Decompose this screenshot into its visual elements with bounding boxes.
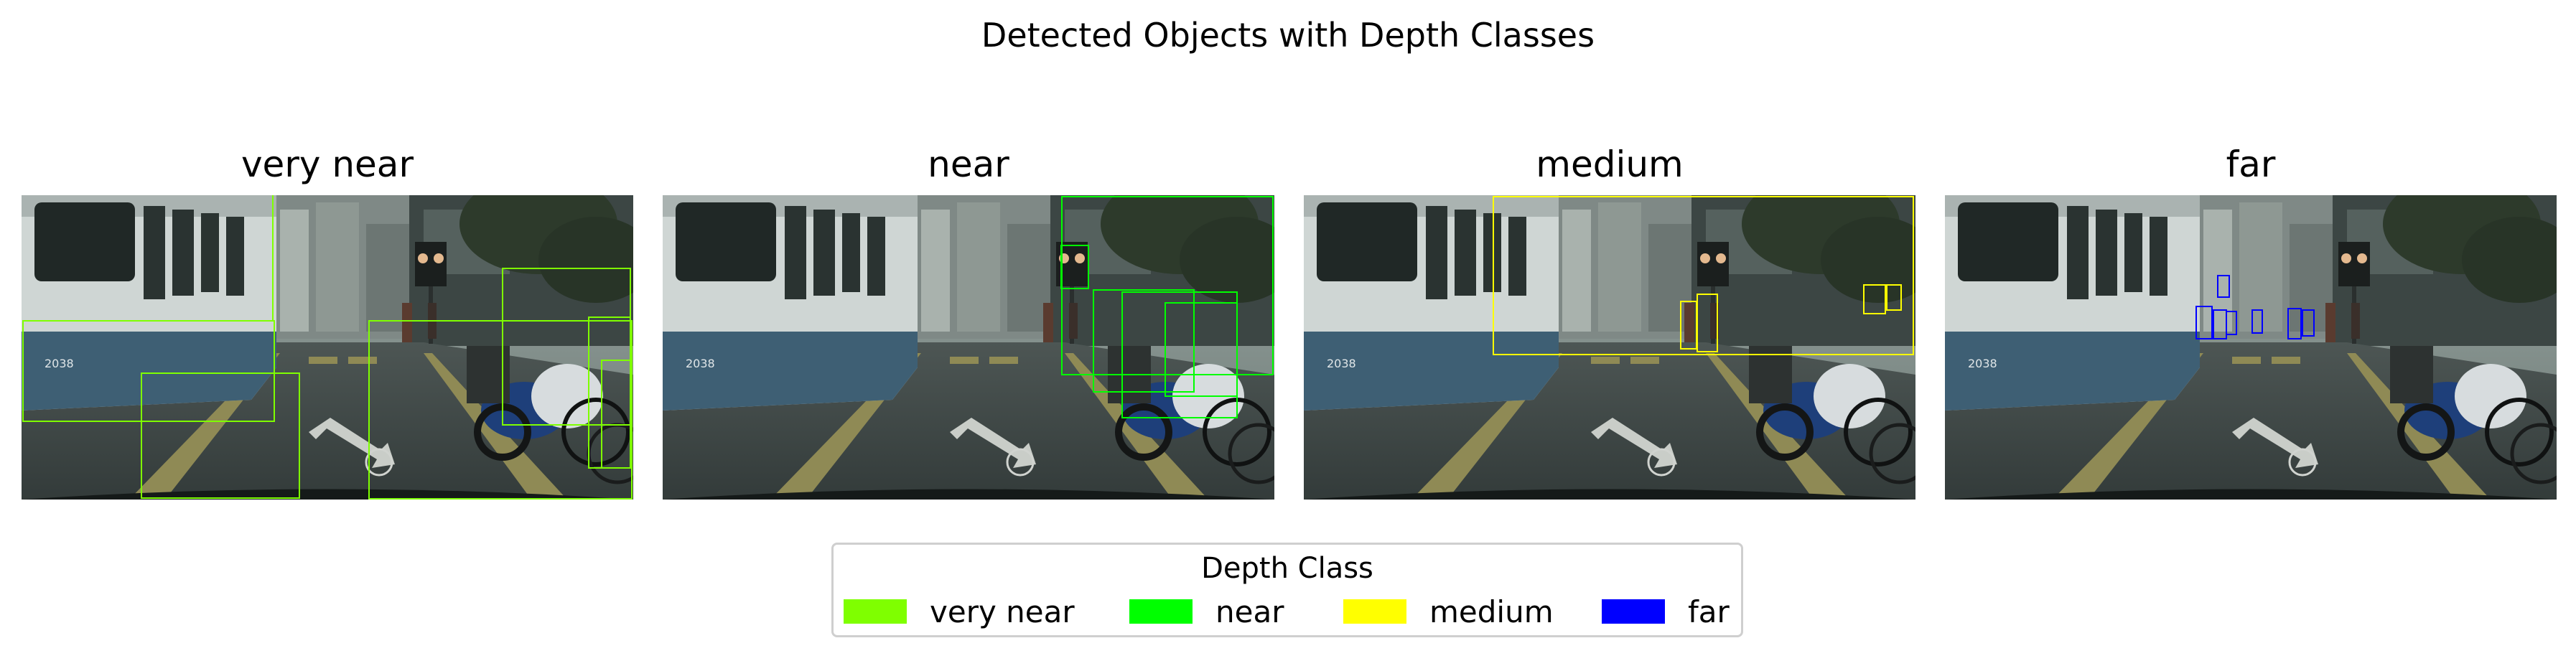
detection-box (1886, 284, 1902, 311)
detection-box (2195, 306, 2213, 339)
detection-box (1165, 302, 1238, 397)
detection-box (1863, 284, 1886, 314)
detection-box (1093, 289, 1195, 393)
detection-box (601, 360, 631, 469)
detection-box (2251, 309, 2263, 334)
legend-label: medium (1429, 594, 1554, 629)
legend-item-medium: medium (1343, 594, 1554, 629)
legend-swatch (844, 599, 907, 624)
panel-title-near: near (928, 144, 1009, 185)
panel-title-far: far (2226, 144, 2276, 185)
detection-box (22, 320, 275, 422)
legend: Depth Class very near near medium far (831, 543, 1743, 637)
legend-item-near: near (1129, 594, 1284, 629)
legend-swatch (1129, 599, 1193, 624)
legend-item-far: far (1602, 594, 1730, 629)
panel-near (663, 195, 1274, 500)
detection-boxes-very-near (22, 195, 633, 500)
detection-box (141, 372, 300, 499)
detection-box (1493, 196, 1914, 355)
street-scene-image (663, 195, 1274, 500)
legend-title: Depth Class (1201, 552, 1373, 585)
legend-label: very near (930, 594, 1075, 629)
figure-title: Detected Objects with Depth Classes (981, 16, 1595, 55)
detection-box (2217, 275, 2230, 298)
legend-swatch (1602, 599, 1665, 624)
detection-box (1060, 245, 1089, 289)
detection-box (368, 320, 633, 500)
detection-boxes-far (2195, 275, 2315, 339)
detection-box (2302, 309, 2315, 337)
detection-box (1697, 294, 1718, 352)
street-scene-image (1945, 195, 2557, 500)
panel-title-very-near: very near (241, 144, 414, 185)
street-scene-image (1304, 195, 1915, 500)
legend-item-very-near: very near (844, 594, 1075, 629)
detection-box (2226, 311, 2237, 335)
detection-box (2287, 308, 2302, 339)
street-scene-image (22, 195, 633, 500)
detection-boxes-near (1060, 196, 1274, 418)
legend-label: far (1688, 594, 1730, 629)
panel-title-medium: medium (1536, 144, 1684, 185)
legend-swatch (1343, 599, 1406, 624)
panel-far (1945, 195, 2557, 500)
panel-medium (1304, 195, 1915, 500)
detection-boxes-medium (1493, 196, 1914, 355)
legend-label: near (1215, 594, 1284, 629)
panel-very-near (22, 195, 633, 500)
